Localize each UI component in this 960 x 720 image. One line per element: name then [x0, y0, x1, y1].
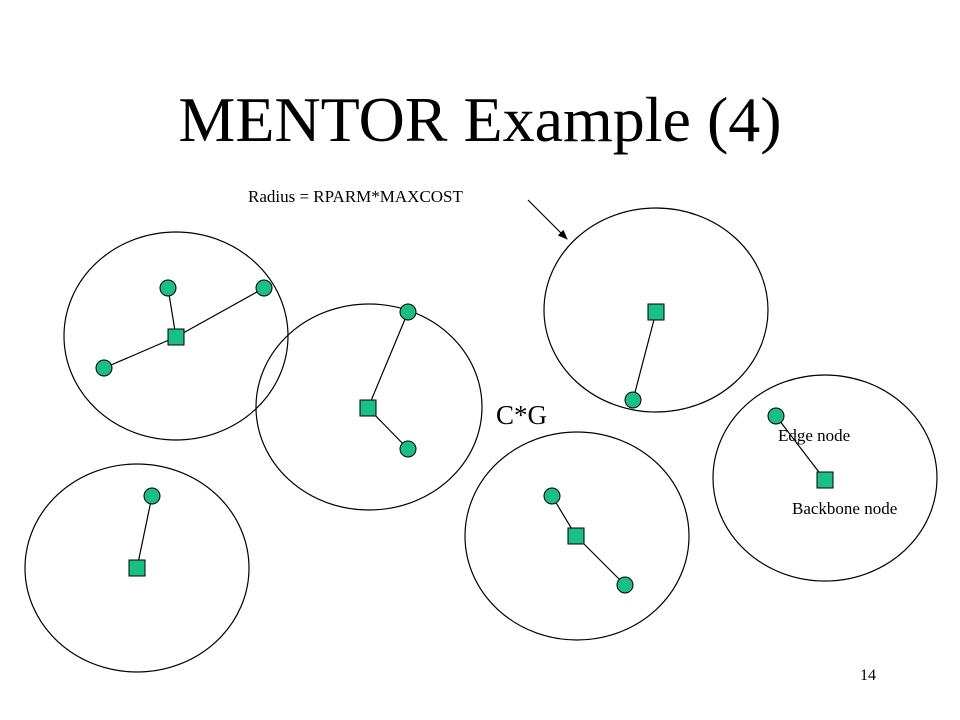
- edge-node-icon: [399, 440, 417, 458]
- edge-node-icon: [616, 576, 634, 594]
- cluster-circle-6: [24, 463, 250, 673]
- backbone-node-icon: [816, 471, 834, 489]
- page-number: 14: [860, 667, 876, 684]
- link: [775, 415, 826, 481]
- edge-node-icon: [767, 407, 785, 425]
- radius-arrow: [527, 199, 568, 240]
- link: [136, 495, 153, 569]
- cluster-circle-2: [255, 303, 483, 511]
- link: [175, 287, 265, 338]
- edge-node-icon: [399, 303, 417, 321]
- backbone-node-icon: [359, 399, 377, 417]
- cluster-circle-5: [464, 431, 690, 641]
- edge-node-icon: [143, 487, 161, 505]
- edge-node-label: Edge node: [778, 426, 850, 445]
- edge-node-icon: [95, 359, 113, 377]
- link: [632, 311, 657, 401]
- backbone-node-label: Backbone node: [792, 499, 897, 518]
- link: [367, 311, 409, 409]
- cluster-circle-4: [712, 374, 938, 582]
- link: [103, 336, 177, 369]
- edge-node-icon: [255, 279, 273, 297]
- edge-node-icon: [159, 279, 177, 297]
- backbone-node-icon: [167, 328, 185, 346]
- edge-node-icon: [624, 391, 642, 409]
- radius-label: Radius = RPARM*MAXCOST: [248, 187, 464, 206]
- backbone-node-icon: [647, 303, 665, 321]
- cg-label: C*G: [496, 400, 547, 430]
- cluster-circle-3: [543, 207, 769, 413]
- backbone-node-icon: [567, 527, 585, 545]
- slide-title: MENTOR Example (4): [178, 84, 782, 155]
- backbone-node-icon: [128, 559, 146, 577]
- edge-node-icon: [543, 487, 561, 505]
